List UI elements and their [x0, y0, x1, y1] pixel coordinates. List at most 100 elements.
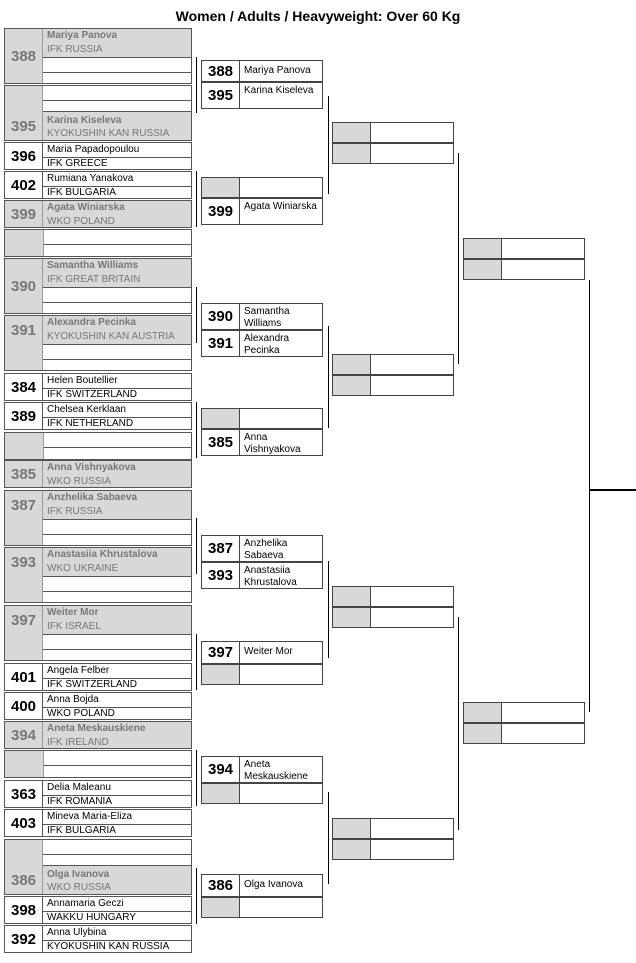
competitor-number: 391: [5, 316, 43, 370]
competitor-name: Anna Vishnyakova: [244, 432, 301, 455]
bye-slot: [4, 750, 192, 778]
round2-slot: 390 Samantha Williams: [201, 303, 323, 330]
competitor-name: Aneta Meskauskiene: [47, 723, 146, 734]
competitor-club: IFK NETHERLAND: [47, 418, 134, 429]
competitor-name: Anna Vishnyakova: [47, 462, 136, 473]
round2-slot: 391 Alexandra Pecinka: [201, 330, 323, 357]
competitor-number: 385: [5, 461, 43, 487]
competitor-number: 363: [5, 781, 43, 807]
competitor-number: 389: [5, 403, 43, 429]
competitor-club: WKO POLAND: [47, 216, 115, 227]
competitor-name: Annamaria Geczi: [47, 898, 124, 909]
competitor-name: Olga Ivanova: [244, 879, 303, 890]
competitor-name: Weiter Mor: [47, 607, 99, 618]
competitor-club: WKO UKRAINE: [47, 563, 119, 574]
round3-slot: [332, 818, 454, 839]
round2-slot: 394 Aneta Meskauskiene: [201, 756, 323, 783]
competitor-club: KYOKUSHIN KAN AUSTRIA: [47, 331, 175, 342]
round2-slot: 399 Agata Winiarska: [201, 198, 323, 225]
competitor-number: 384: [5, 374, 43, 400]
competitor-name: Samantha Williams: [47, 260, 139, 271]
competitor-name: Karina Kiseleva: [244, 85, 314, 96]
competitor-club: IFK RUSSIA: [47, 506, 103, 517]
competitor-name: Helen Boutellier: [47, 375, 118, 386]
competitor-number: 393: [202, 563, 240, 588]
round3-slot: [332, 607, 454, 628]
competitor-club: IFK GREECE: [47, 158, 108, 169]
round3-slot: [332, 354, 454, 375]
competitor-name: Mariya Panova: [244, 65, 311, 76]
competitor-number: 395: [5, 86, 43, 140]
competitor-name: Anna Bojda: [47, 694, 99, 705]
competitor-number: [202, 898, 240, 917]
round3-slot: [332, 375, 454, 396]
bye-slot: [4, 432, 192, 460]
competitor-club: WAKKU HUNGARY: [47, 912, 136, 923]
competitor-number: 386: [202, 875, 240, 896]
round1-entry: 396 Maria Papadopoulou IFK GREECE: [4, 142, 192, 170]
round1-entry: 392 Anna Ulybina KYOKUSHIN KAN RUSSIA: [4, 925, 192, 953]
competitor-club: KYOKUSHIN KAN RUSSIA: [47, 128, 170, 139]
competitor-number: [202, 409, 240, 428]
round2-slot: 393 Anastasiia Khrustalova: [201, 562, 323, 589]
round2-slot: [201, 408, 323, 429]
competitor-club: WKO POLAND: [47, 708, 115, 719]
competitor-name: Samantha Williams: [244, 306, 290, 329]
competitor-number: 397: [202, 642, 240, 663]
competitor-number: 402: [5, 172, 43, 198]
round2-slot: [201, 177, 323, 198]
competitor-name: Delia Maleanu: [47, 782, 111, 793]
round2-slot: 397 Weiter Mor: [201, 641, 323, 664]
competitor-number: [202, 178, 240, 197]
round2-slot: [201, 664, 323, 685]
competitor-name: Alexandra Pecinka: [47, 317, 136, 328]
round1-entry: 399 Agata Winiarska WKO POLAND: [4, 200, 192, 228]
competitor-club: WKO RUSSIA: [47, 476, 111, 487]
competitor-number: 400: [5, 693, 43, 719]
competitor-number: 390: [202, 304, 240, 329]
round3-slot: [332, 122, 454, 143]
competitor-number: 390: [5, 259, 43, 313]
competitor-club: KYOKUSHIN KAN RUSSIA: [47, 941, 170, 952]
competitor-number: [202, 665, 240, 684]
competitor-club: IFK BULGARIA: [47, 825, 116, 836]
round3-slot: [332, 839, 454, 860]
round1-entry: 363 Delia Maleanu IFK ROMANIA: [4, 780, 192, 808]
competitor-name: Mineva Maria-Eliza: [47, 811, 133, 822]
round2-slot: 386 Olga Ivanova: [201, 874, 323, 897]
competitor-number: 398: [5, 897, 43, 923]
competitor-number: 386: [5, 840, 43, 894]
competitor-name: Anzhelika Sabaeva: [47, 492, 138, 503]
competitor-number: 385: [202, 430, 240, 455]
round1-entry: 402 Rumiana Yanakova IFK BULGARIA: [4, 171, 192, 199]
semifinal-slot: [463, 259, 585, 280]
competitor-club: IFK ISRAEL: [47, 621, 101, 632]
competitor-number: 393: [5, 548, 43, 602]
competitor-name: Anastasiia Khrustalova: [47, 549, 158, 560]
competitor-number: 394: [202, 757, 240, 782]
bye-slot: [4, 229, 192, 257]
competitor-number: 403: [5, 810, 43, 836]
round1-entry: 397 Weiter Mor IFK ISRAEL: [4, 605, 192, 661]
round1-entry: 398 Annamaria Geczi WAKKU HUNGARY: [4, 896, 192, 924]
competitor-club: IFK BULGARIA: [47, 187, 116, 198]
round2-slot: 387 Anzhelika Sabaeva: [201, 535, 323, 562]
round1-entry: 403 Mineva Maria-Eliza IFK BULGARIA: [4, 809, 192, 837]
round3-slot: [332, 586, 454, 607]
competitor-number: 388: [202, 61, 240, 81]
competitor-name: Alexandra Pecinka: [244, 333, 290, 356]
competitor-club: WKO RUSSIA: [47, 882, 111, 893]
competitor-name: Rumiana Yanakova: [47, 173, 134, 184]
competitor-name: Anzhelika Sabaeva: [244, 538, 288, 561]
semifinal-slot: [463, 702, 585, 723]
round1-entry: 395 Karina Kiseleva KYOKUSHIN KAN RUSSIA: [4, 85, 192, 141]
competitor-number: 391: [202, 331, 240, 356]
round1-entry: 389 Chelsea Kerklaan IFK NETHERLAND: [4, 402, 192, 430]
competitor-name: Karina Kiseleva: [47, 115, 122, 126]
competitor-name: Weiter Mor: [244, 646, 293, 657]
competitor-name: Agata Winiarska: [244, 201, 317, 212]
round1-entry: 386 Olga Ivanova WKO RUSSIA: [4, 839, 192, 895]
round2-slot: [201, 783, 323, 804]
competitor-club: IFK RUSSIA: [47, 44, 103, 55]
